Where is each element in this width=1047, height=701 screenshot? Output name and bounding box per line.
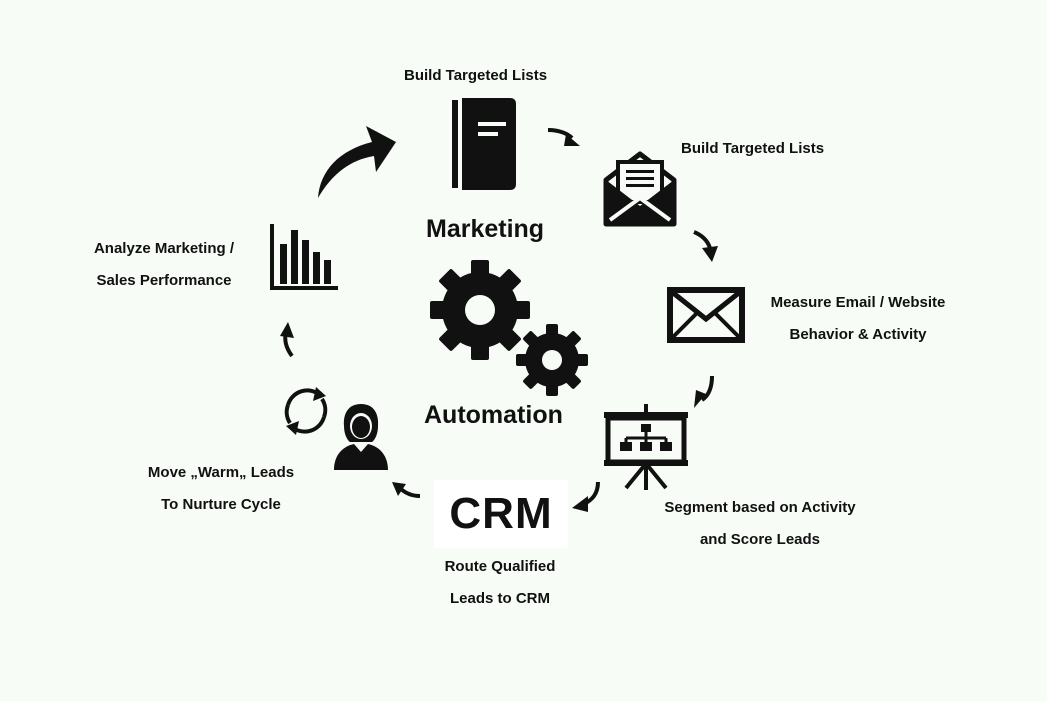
- crm-label: CRM: [449, 489, 553, 538]
- step-measure: Measure Email / Website Behavior & Activ…: [770, 294, 946, 343]
- notebook-icon: [452, 98, 518, 190]
- arrow-envelope-to-board: [700, 375, 714, 402]
- arrow-notebook-to-letter: [547, 128, 574, 140]
- refresh-cycle-icon: [276, 383, 336, 439]
- gears-icon: [430, 258, 590, 398]
- arrow-letter-to-envelope: [693, 230, 712, 249]
- envelope-icon: [667, 287, 745, 343]
- step-build-lists-top: Build Targeted Lists: [404, 67, 548, 84]
- center-title-marketing: Marketing: [426, 215, 545, 243]
- crm-box: CRM: [434, 480, 568, 548]
- step-segment: Segment based on Activity and Score Lead…: [664, 499, 856, 548]
- arrow-large-curved: [318, 126, 396, 198]
- bar-chart-icon: [270, 224, 338, 292]
- step-nurture: Move „Warm„ Leads To Nurture Cycle: [147, 464, 295, 513]
- arrow-crm-to-person: [398, 486, 421, 498]
- step-analyze: Analyze Marketing / Sales Performance: [93, 240, 235, 289]
- presentation-board-icon: [604, 404, 688, 490]
- open-envelope-icon: [602, 150, 678, 228]
- step-build-lists-right: Build Targeted Lists: [681, 140, 825, 157]
- center-title-automation: Automation: [424, 401, 563, 429]
- step-route: Route Qualified Leads to CRM: [444, 558, 556, 607]
- person-icon: [332, 402, 390, 470]
